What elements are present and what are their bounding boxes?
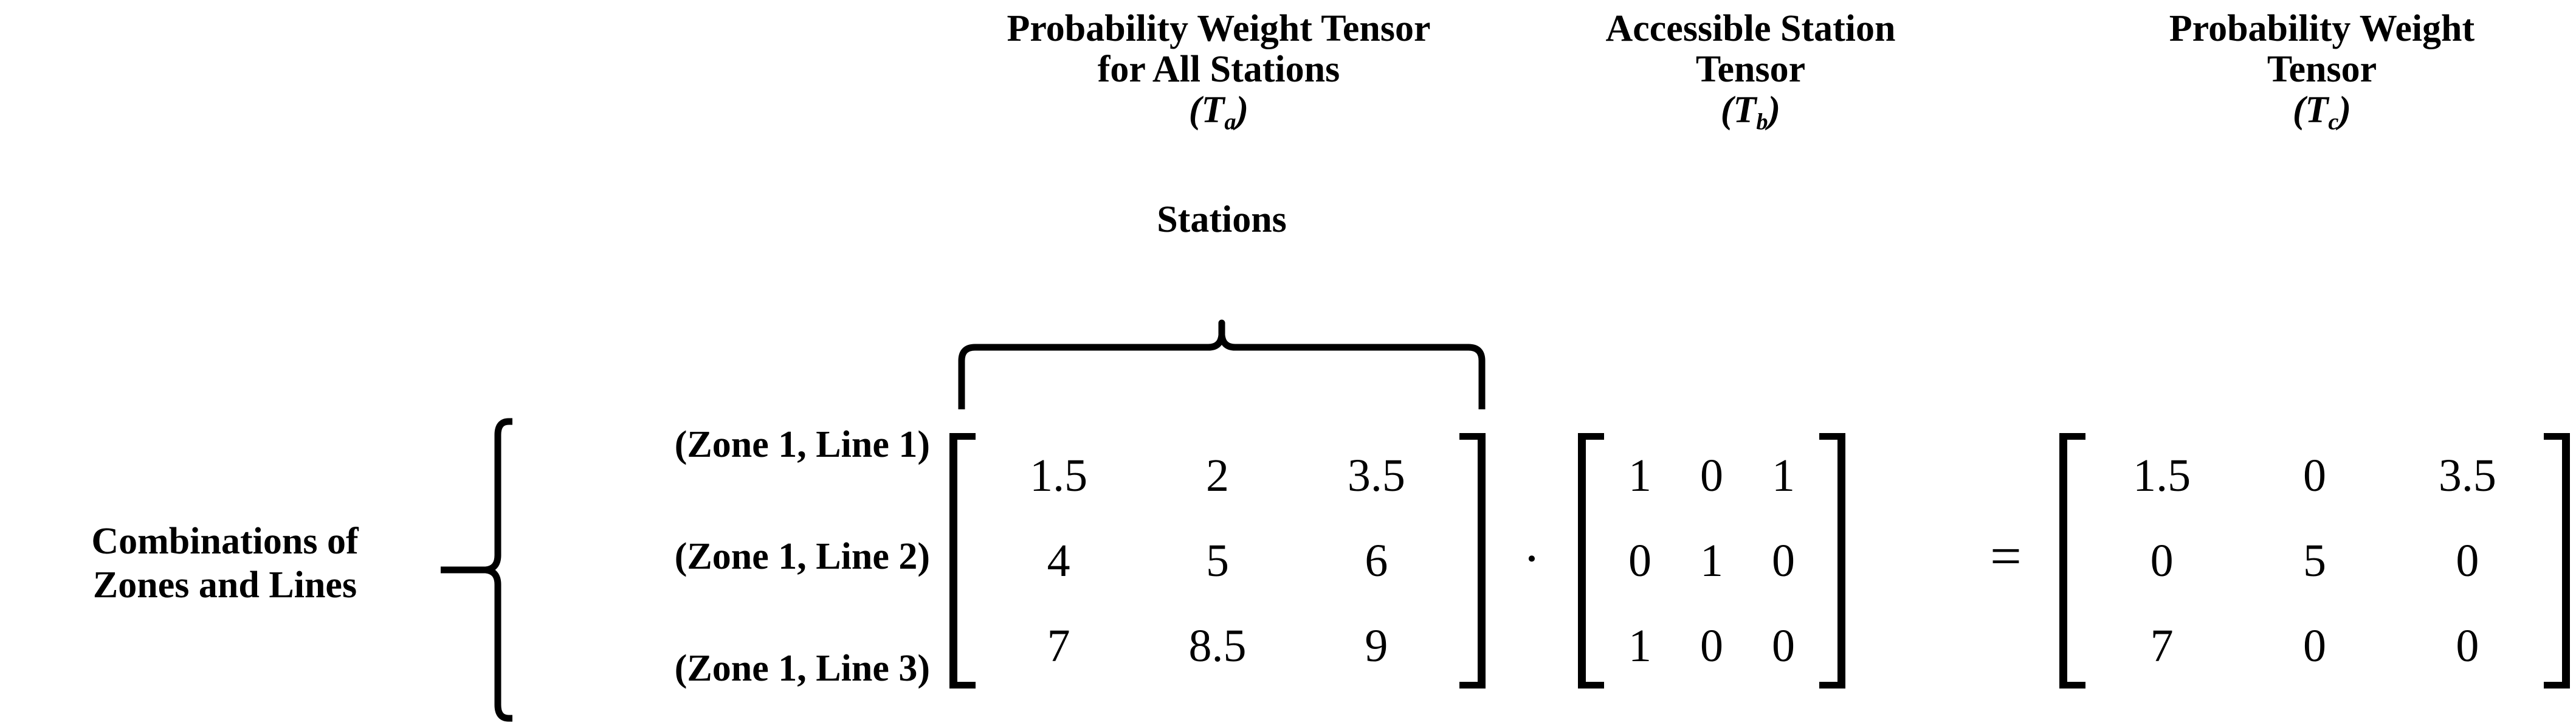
header-tb-symbol: (Tb) (1574, 89, 1927, 135)
matrix-tc-cell-1-0: 0 (2150, 535, 2174, 586)
matrix-tc-cell-2-0: 7 (2150, 620, 2174, 671)
table-row: 0 5 0 (2085, 538, 2544, 584)
row-label-zone1-line2: (Zone 1, Line 2) (674, 536, 930, 577)
header-tc-line2: Tensor (2267, 48, 2377, 90)
table-row: 1.5 2 3.5 (979, 453, 1456, 499)
header-tc-tensor-symbol: T (2305, 89, 2329, 131)
header-tc-line1: Probability Weight (2169, 8, 2475, 49)
row-label-list: (Zone 1, Line 1) (Zone 1, Line 2) (Zone … (547, 426, 930, 687)
matrix-ta-cell-0-1: 2 (1205, 450, 1229, 501)
header-ta-symbol: (Ta) (918, 89, 1520, 135)
matrix-ta: 1.5 2 3.5 4 5 6 7 8.5 9 (949, 433, 1486, 689)
matrix-tb-cell-2-2: 0 (1772, 620, 1795, 671)
equals-operator: = (1990, 525, 2022, 587)
header-tc-paren-close: ) (2338, 89, 2352, 131)
table-row: 1.5 0 3.5 (2085, 453, 2544, 499)
matrix-ta-cell-1-2: 6 (1365, 535, 1388, 586)
matrix-tc-cell-1-1: 5 (2302, 535, 2326, 586)
header-tensor-ta: Probability Weight Tensor for All Statio… (918, 9, 1520, 135)
matrix-ta-right-bracket-icon (1459, 433, 1486, 689)
matrix-tc-cell-0-0: 1.5 (2133, 450, 2191, 501)
header-tensor-tc: Probability Weight Tensor (Tc) (2121, 9, 2523, 135)
matrix-ta-left-bracket-icon (949, 433, 976, 689)
matrix-ta-cell-1-0: 4 (1047, 535, 1070, 586)
matrix-tb-cell-1-1: 1 (1700, 535, 1723, 586)
matrix-ta-cell-0-2: 3.5 (1347, 450, 1405, 501)
matrix-tb-right-bracket-icon (1819, 433, 1845, 689)
matrix-tc: 1.5 0 3.5 0 5 0 7 0 0 (2059, 433, 2570, 689)
matrix-tb-cell-0-1: 0 (1700, 450, 1723, 501)
matrix-tb-cell-2-1: 0 (1700, 620, 1723, 671)
header-tb-line1: Accessible Station (1605, 8, 1896, 49)
rows-axis-label-line1: Combinations of (91, 521, 359, 562)
matrix-tb-cell-0-0: 1 (1628, 450, 1651, 501)
table-row: 7 8.5 9 (979, 623, 1456, 669)
header-tc-paren-open: ( (2292, 89, 2306, 131)
columns-axis-label: Stations (1157, 199, 1287, 240)
matrix-ta-cell-2-2: 9 (1365, 620, 1388, 671)
rows-axis-label: Combinations of Zones and Lines (6, 520, 444, 608)
matrix-tc-cell-2-2: 0 (2456, 620, 2479, 671)
matrix-ta-grid: 1.5 2 3.5 4 5 6 7 8.5 9 (976, 433, 1459, 689)
matrix-tb-grid: 1 0 1 0 1 0 1 0 0 (1604, 433, 1819, 689)
table-row: 4 5 6 (979, 538, 1456, 584)
header-tb-tensor-subscript: b (1756, 109, 1768, 135)
matrix-tb-cell-1-0: 0 (1628, 535, 1651, 586)
header-ta-paren-close: ) (1236, 89, 1249, 131)
header-tb-line2: Tensor (1695, 48, 1806, 90)
header-ta-tensor-subscript: a (1224, 109, 1236, 135)
matrix-tc-left-bracket-icon (2059, 433, 2085, 689)
stations-top-brace-icon (958, 319, 1486, 409)
table-row: 7 0 0 (2085, 623, 2544, 669)
matrix-tc-cell-0-1: 0 (2302, 450, 2326, 501)
header-ta-line1: Probability Weight Tensor (1007, 8, 1431, 49)
table-row: 1 0 0 (1604, 623, 1819, 669)
combinations-left-brace-icon (441, 418, 512, 722)
header-ta-line2: for All Stations (1097, 48, 1340, 90)
header-tb-tensor-symbol: T (1733, 89, 1757, 131)
table-row: 0 1 0 (1604, 538, 1819, 584)
header-tensor-tb: Accessible Station Tensor (Tb) (1574, 9, 1927, 135)
matrix-tc-right-bracket-icon (2544, 433, 2570, 689)
matrix-tb-cell-1-2: 0 (1772, 535, 1795, 586)
header-tc-tensor-subscript: c (2328, 109, 2339, 135)
row-label-zone1-line1: (Zone 1, Line 1) (674, 424, 930, 465)
header-ta-paren-open: ( (1188, 89, 1202, 131)
header-tb-paren-open: ( (1720, 89, 1734, 131)
matrix-tc-cell-0-2: 3.5 (2438, 450, 2496, 501)
matrix-tc-grid: 1.5 0 3.5 0 5 0 7 0 0 (2085, 433, 2544, 689)
header-ta-tensor-symbol: T (1201, 89, 1225, 131)
matrix-tb: 1 0 1 0 1 0 1 0 0 (1578, 433, 1845, 689)
matrix-ta-cell-2-1: 8.5 (1188, 620, 1247, 671)
matrix-ta-cell-1-1: 5 (1205, 535, 1229, 586)
matrix-tc-cell-1-2: 0 (2456, 535, 2479, 586)
header-tc-symbol: (Tc) (2121, 89, 2523, 135)
matrix-ta-cell-2-0: 7 (1047, 620, 1070, 671)
matrix-tb-cell-2-0: 1 (1628, 620, 1651, 671)
table-row: 1 0 1 (1604, 453, 1819, 499)
header-tb-paren-close: ) (1768, 89, 1781, 131)
matrix-tc-cell-2-1: 0 (2302, 620, 2326, 671)
matrix-ta-cell-0-0: 1.5 (1030, 450, 1088, 501)
matrix-tb-cell-0-2: 1 (1772, 450, 1795, 501)
row-label-zone1-line3: (Zone 1, Line 3) (674, 648, 930, 689)
matrix-tb-left-bracket-icon (1578, 433, 1604, 689)
rows-axis-label-line2: Zones and Lines (92, 564, 357, 606)
multiply-operator: · (1523, 529, 1541, 588)
